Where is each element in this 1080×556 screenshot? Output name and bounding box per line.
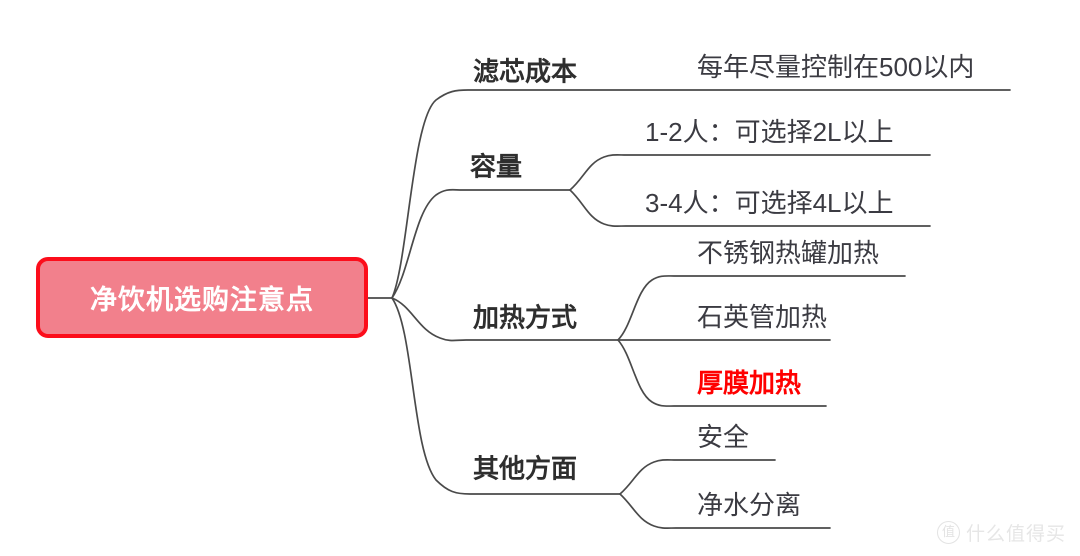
leaf-label-capacity-3-4-people[interactable]: 3-4人：可选择4L以上 bbox=[645, 188, 894, 218]
root-node-label: 净饮机选购注意点 bbox=[90, 285, 314, 315]
root-node[interactable]: 净饮机选购注意点 bbox=[36, 257, 368, 338]
leaf-label-quartz-tube-heating[interactable]: 石英管加热 bbox=[697, 302, 828, 332]
leaf-label-safety[interactable]: 安全 bbox=[697, 422, 750, 452]
watermark: 值 什么值得买 bbox=[936, 519, 1066, 546]
leaf-label-annual-filter-budget[interactable]: 每年尽量控制在500以内 bbox=[697, 52, 975, 82]
leaf-label-water-separation[interactable]: 净水分离 bbox=[697, 490, 802, 520]
leaf-label-capacity-1-2-people[interactable]: 1-2人：可选择2L以上 bbox=[645, 117, 894, 147]
branch-label-heating-method[interactable]: 加热方式 bbox=[472, 302, 578, 333]
leaf-label-stainless-tank-heating[interactable]: 不锈钢热罐加热 bbox=[697, 238, 880, 268]
branch-label-filter-cost[interactable]: 滤芯成本 bbox=[472, 56, 578, 87]
leaf-label-thick-film-heating[interactable]: 厚膜加热 bbox=[697, 368, 802, 398]
watermark-text: 什么值得买 bbox=[965, 524, 1066, 545]
watermark-badge-icon: 值 bbox=[936, 521, 960, 544]
branch-label-other-aspects[interactable]: 其他方面 bbox=[472, 453, 578, 484]
branch-label-capacity[interactable]: 容量 bbox=[469, 151, 523, 182]
